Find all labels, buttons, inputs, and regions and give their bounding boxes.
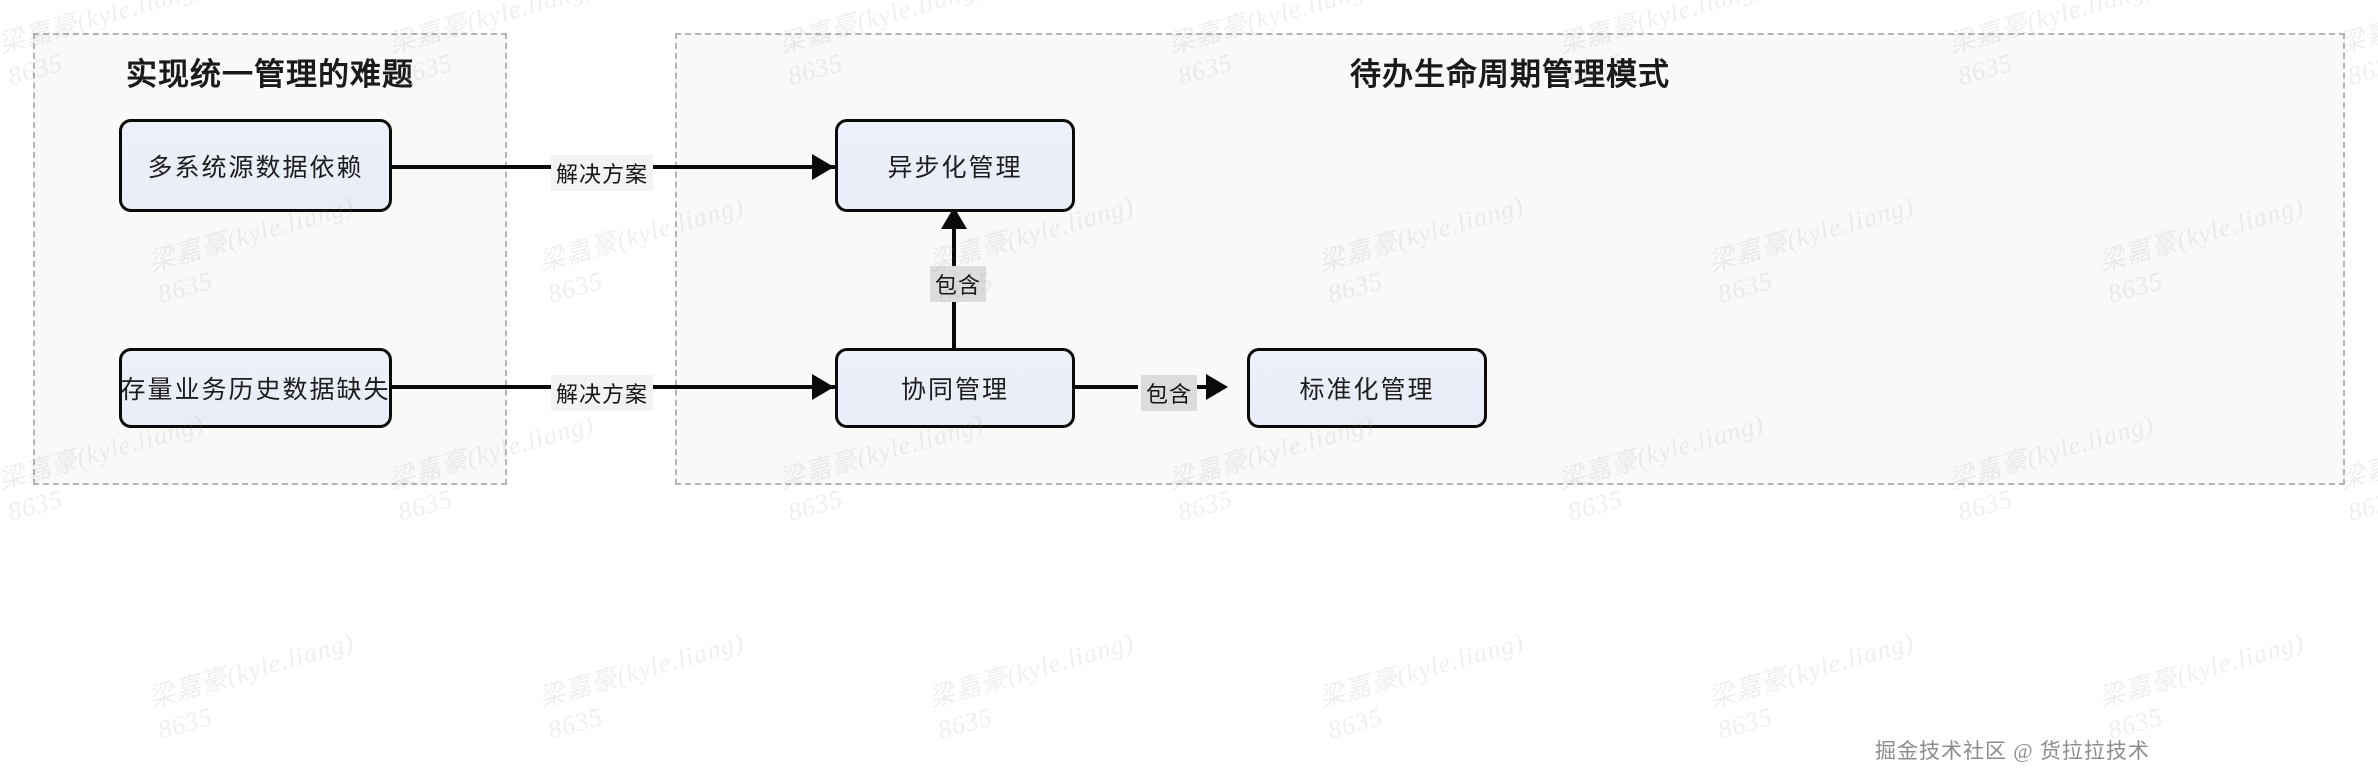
edge-contains-vertical-arrowhead [941, 207, 967, 229]
group-title-lifecycle-text: 待办生命周期管理模式 [1350, 57, 1670, 92]
edge-solution-bottom-line-right [645, 385, 835, 389]
footer-credit: 掘金技术社区 @ 货拉拉技术 [1875, 735, 2150, 765]
watermark-text: 梁嘉豪(kyle.liang)8635 [2095, 626, 2308, 745]
watermark-text: 梁嘉豪(kyle.liang)8635 [925, 626, 1138, 745]
node-collaborative-management-label: 协同管理 [900, 376, 1009, 404]
watermark-text: 梁嘉豪(kyle.liang)8635 [535, 626, 748, 745]
edge-solution-bottom-line-left [392, 385, 592, 389]
node-standardized-management-label: 标准化管理 [1299, 376, 1435, 404]
node-multi-source-dependency[interactable]: 多系统源数据依赖 [119, 119, 392, 212]
watermark-text: 梁嘉豪(kyle.liang)8635 [1315, 626, 1528, 745]
edge-solution-top-line-left [392, 165, 592, 169]
edge-contains-horizontal-line-left [1075, 385, 1138, 389]
node-standardized-management[interactable]: 标准化管理 [1247, 348, 1487, 428]
edge-label-contains-horizontal-text: 包含 [1146, 382, 1193, 407]
edge-contains-vertical-line-upper [952, 228, 956, 270]
edge-solution-top-arrowhead [812, 154, 834, 180]
edge-label-contains-vertical: 包含 [930, 266, 987, 302]
edge-label-contains-vertical-text: 包含 [935, 273, 982, 298]
edge-solution-bottom-arrowhead [812, 374, 834, 400]
node-multi-source-dependency-label: 多系统源数据依赖 [147, 153, 364, 182]
edge-label-contains-horizontal: 包含 [1141, 375, 1198, 411]
group-title-problems: 实现统一管理的难题 [33, 49, 507, 94]
node-legacy-history-data-missing[interactable]: 存量业务历史数据缺失 [119, 348, 392, 428]
edge-contains-horizontal-arrowhead [1206, 374, 1228, 400]
node-collaborative-management[interactable]: 协同管理 [835, 348, 1075, 428]
edge-contains-vertical-line-lower [952, 299, 956, 349]
watermark-text: 梁嘉豪(kyle.liang)8635 [145, 626, 358, 745]
edge-solution-top-line-right [645, 165, 835, 169]
edge-label-solution-bottom-text: 解决方案 [556, 382, 649, 407]
edge-label-solution-top-text: 解决方案 [556, 162, 649, 187]
node-async-management[interactable]: 异步化管理 [835, 119, 1075, 212]
node-async-management-label: 异步化管理 [887, 153, 1023, 182]
edge-label-solution-top: 解决方案 [551, 155, 654, 191]
node-legacy-history-data-missing-label: 存量业务历史数据缺失 [120, 376, 391, 404]
edge-label-solution-bottom: 解决方案 [551, 375, 654, 411]
group-title-problems-text: 实现统一管理的难题 [126, 57, 414, 92]
watermark-text: 梁嘉豪(kyle.liang)8635 [1705, 626, 1918, 745]
group-title-lifecycle: 待办生命周期管理模式 [675, 49, 2345, 94]
footer-credit-text: 掘金技术社区 @ 货拉拉技术 [1875, 739, 2150, 763]
